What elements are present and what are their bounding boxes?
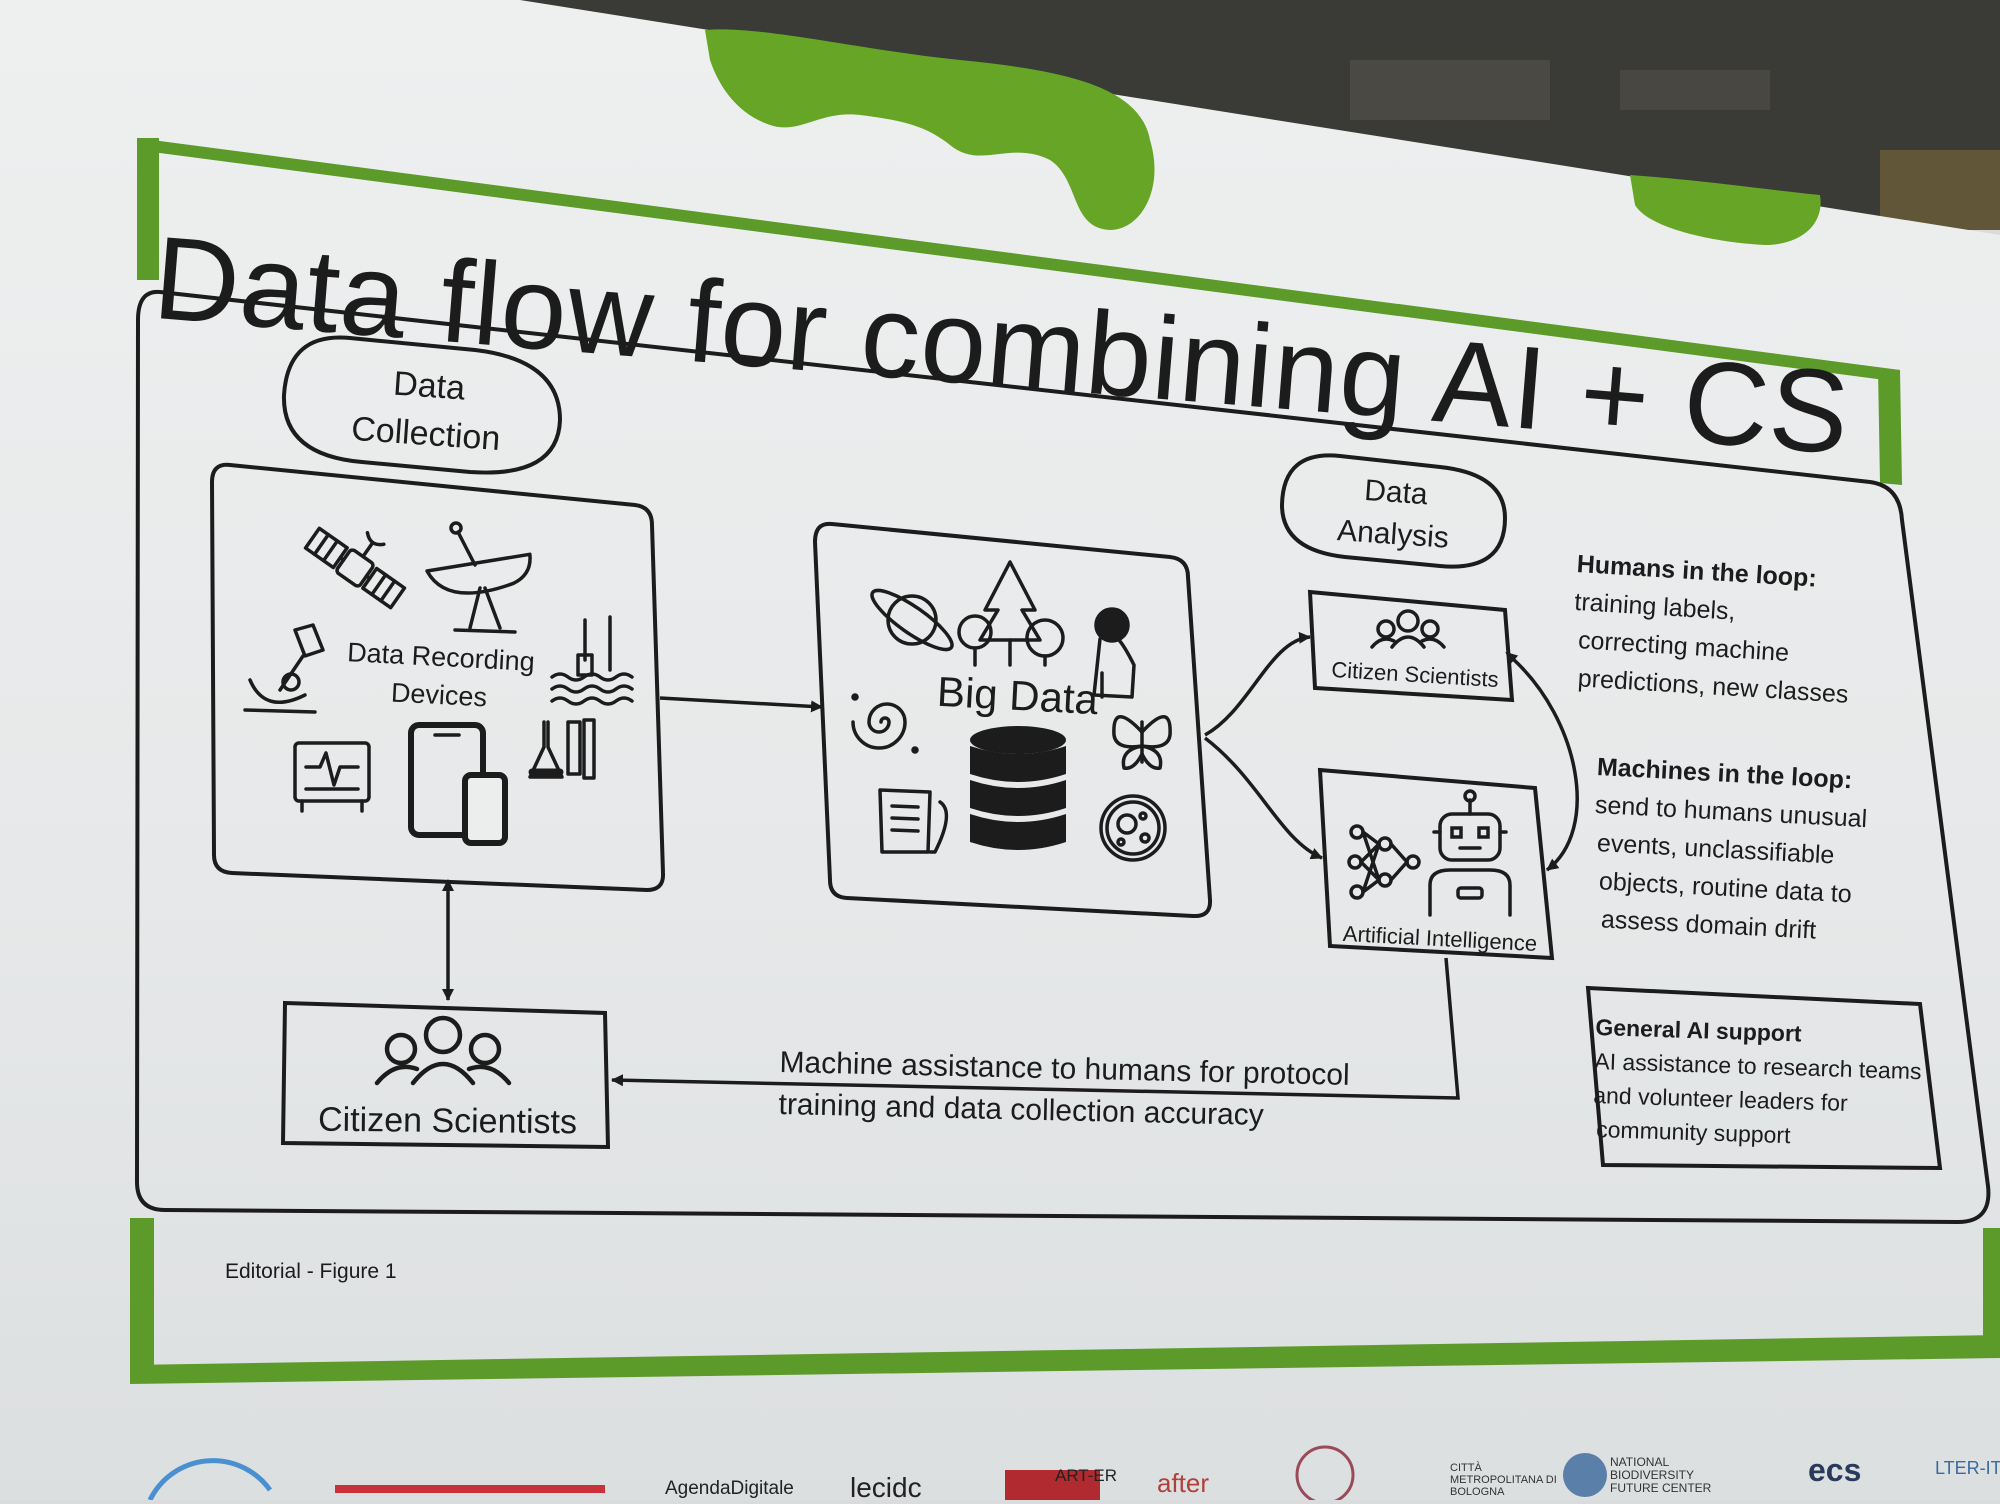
cell-icon (1099, 794, 1167, 862)
data-collection-label: Data Collection (317, 355, 538, 466)
microscope-icon (243, 623, 325, 714)
people-group-icon (1370, 609, 1446, 649)
robot-icon (1428, 789, 1512, 917)
citizen-scientists-large-box (280, 1000, 611, 1150)
data-collection-pill (281, 335, 563, 475)
database-icon (970, 726, 1066, 850)
logo-lecidc: lecidc (850, 1472, 922, 1503)
logo-citta-metropolitana: CITTÀ METROPOLITANA DI BOLOGNA (1450, 1462, 1557, 1498)
water-sensor-icon (550, 615, 634, 706)
logo-lter-it: LTER-IT (1935, 1458, 2000, 1478)
logo-nbfc: NATIONAL BIODIVERSITY FUTURE CENTER (1610, 1455, 1712, 1495)
general-ai-box (1585, 985, 1943, 1171)
recording-devices-label: Data Recording Devices (333, 633, 547, 720)
diagram-border (134, 289, 1991, 1225)
neural-network-icon (1347, 824, 1421, 900)
citizen-scientists-large-label: Citizen Scientists (317, 1100, 578, 1142)
humans-in-loop-note: Humans in the loop: training labels, cor… (1569, 545, 1857, 714)
butterfly-icon (1112, 715, 1172, 770)
arrow-bigdata-to-citizens (1204, 631, 1311, 737)
scroll-quill-icon (878, 788, 949, 854)
satellite-icon (303, 526, 407, 610)
arrow-devices-to-bigdata (659, 696, 823, 713)
logo-agendadigitale: AgendaDigitale (665, 1478, 794, 1499)
arrow-ai-to-citizens (611, 957, 1460, 1100)
green-drip-decoration (705, 29, 1821, 245)
tablet-phone-icon (408, 722, 508, 846)
lion-icon (1092, 607, 1136, 699)
logo-art-er: ART-ER (1055, 1466, 1118, 1485)
logo-ecs: ecs (1808, 1452, 1862, 1488)
big-data-label: Big Data (935, 667, 1100, 724)
data-analysis-label: Data Analysis (1289, 465, 1499, 563)
machines-in-loop-note: Machines in the loop: send to humans unu… (1588, 748, 1870, 952)
arrow-citizens-ai-loop (1505, 651, 1579, 872)
general-ai-note: General AI support AI assistance to rese… (1592, 1010, 1923, 1156)
lab-flask-icon (528, 718, 596, 780)
forest-icon (957, 560, 1065, 667)
people-group-icon (374, 1015, 512, 1086)
monitor-icon (293, 741, 371, 813)
recording-devices-box (209, 462, 666, 893)
arrow-bigdata-to-ai (1203, 736, 1323, 860)
big-data-box (812, 521, 1213, 919)
galaxy-icon (851, 693, 919, 754)
data-analysis-pill (1279, 453, 1508, 569)
logo-after: after (1157, 1468, 1210, 1498)
logo-strip (147, 1445, 1607, 1500)
green-frame (130, 138, 2000, 1384)
figure-caption: Editorial - Figure 1 (225, 1260, 397, 1283)
ai-box (1317, 767, 1555, 961)
planet-icon (870, 588, 954, 652)
machine-assistance-label: Machine assistance to humans for protoco… (778, 1042, 1350, 1139)
satellite-dish-icon (425, 521, 532, 634)
